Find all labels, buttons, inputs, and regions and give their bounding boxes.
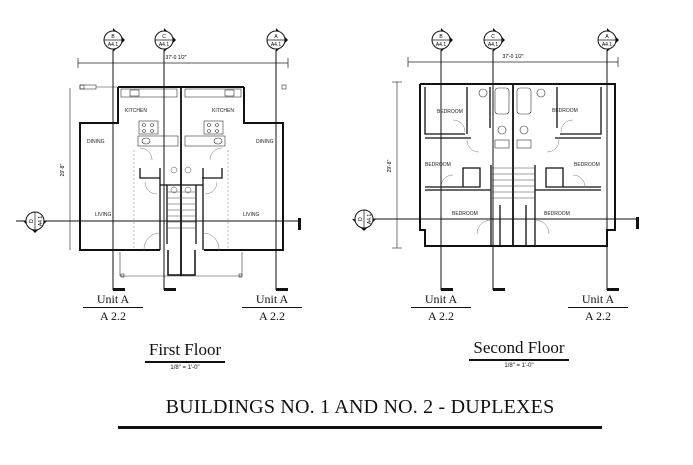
svg-text:B: B xyxy=(111,34,115,40)
room-living-left: LIVING xyxy=(95,212,112,218)
drawing-title: BUILDINGS NO. 1 AND NO. 2 - DUPLEXES xyxy=(165,396,555,418)
room-bedroom-5: BEDROOM xyxy=(544,211,570,217)
svg-text:D: D xyxy=(29,219,35,223)
section-marker-a: A A4.1 xyxy=(266,28,288,52)
room-living-right: LIVING xyxy=(243,212,260,218)
interior-walls xyxy=(424,87,602,246)
svg-text:D: D xyxy=(358,217,364,221)
depth-dimension-text: 29'-8" xyxy=(60,163,66,176)
section-lines xyxy=(16,50,300,290)
room-bedroom-1: BEDROOM xyxy=(437,109,463,115)
section-marker-d: D A4.1 xyxy=(23,211,47,233)
room-kitchen-right: KITCHEN xyxy=(212,108,234,114)
svg-text:A4.1: A4.1 xyxy=(367,214,373,225)
first-floor-scale: 1/8" = 1'-0" xyxy=(170,365,200,371)
depth-dimension xyxy=(392,81,402,249)
first-floor-title: First Floor 1/8" = 1'-0" xyxy=(128,340,242,371)
entry-stoop xyxy=(167,250,196,276)
width-dimension xyxy=(407,57,619,67)
section-end-ticks xyxy=(441,217,639,291)
interior-walls xyxy=(139,168,223,250)
svg-text:B: B xyxy=(439,34,443,40)
title-underline xyxy=(118,426,602,429)
stairs xyxy=(492,167,535,199)
svg-text:A: A xyxy=(605,34,609,40)
svg-text:A4.1: A4.1 xyxy=(602,42,613,48)
unit-label-second-right: Unit A A 2.2 xyxy=(568,292,628,323)
section-marker-b: B A4.1 xyxy=(103,28,125,52)
svg-text:A4.1: A4.1 xyxy=(271,42,282,48)
room-bedroom-4: BEDROOM xyxy=(452,211,478,217)
unit-label-first-left: Unit A A 2.2 xyxy=(83,292,143,323)
unit-label-first-right: Unit A A 2.2 xyxy=(242,292,302,323)
second-floor-plan: 37'-0 1/2" 29'-8" xyxy=(345,0,693,300)
section-marker-b: B A4.1 xyxy=(431,28,453,52)
porch-outline xyxy=(79,84,287,278)
room-dining-left: DINING xyxy=(87,139,105,145)
svg-text:A4.1: A4.1 xyxy=(488,42,499,48)
section-marker-a: A A4.1 xyxy=(597,28,619,52)
room-bedroom-6: BEDROOM xyxy=(574,162,600,168)
room-kitchen-left: KITCHEN xyxy=(125,108,147,114)
door-swings xyxy=(133,147,229,251)
second-floor-scale: 1/8" = 1'-0" xyxy=(504,363,534,369)
room-labels: BEDROOM BEDROOM BEDROOM BEDROOM BEDROOM … xyxy=(425,108,600,217)
svg-text:A4.1: A4.1 xyxy=(436,42,447,48)
second-floor-title: Second Floor 1/8" = 1'-0" xyxy=(449,338,589,369)
svg-text:A4.1: A4.1 xyxy=(38,216,44,227)
svg-text:C: C xyxy=(491,34,495,40)
room-labels: KITCHEN KITCHEN DINING DINING LIVING LIV… xyxy=(87,108,274,218)
section-lines xyxy=(365,50,638,290)
bathroom-fixtures xyxy=(478,87,546,149)
stairs xyxy=(167,166,196,229)
svg-text:A4.1: A4.1 xyxy=(108,42,119,48)
first-floor-plan: 37'-0 1/2" 29'-8" xyxy=(0,0,345,300)
width-dimension-text: 37'-0 1/2" xyxy=(165,55,186,61)
section-marker-d: D A4.1 xyxy=(352,209,376,231)
svg-text:A: A xyxy=(274,34,278,40)
kitchen-counters xyxy=(120,88,242,147)
room-dining-right: DINING xyxy=(256,139,274,145)
room-bedroom-3: BEDROOM xyxy=(425,162,451,168)
section-marker-c: C A4.1 xyxy=(483,28,505,52)
room-bedroom-2: BEDROOM xyxy=(552,108,578,114)
section-marker-c: C A4.1 xyxy=(154,28,176,52)
svg-text:C: C xyxy=(162,34,166,40)
unit-label-second-left: Unit A A 2.2 xyxy=(411,292,471,323)
svg-text:A4.1: A4.1 xyxy=(159,42,170,48)
width-dimension-text: 37'-0 1/2" xyxy=(502,54,523,60)
section-end-ticks xyxy=(113,218,301,291)
depth-dimension-text: 29'-8" xyxy=(387,159,393,172)
